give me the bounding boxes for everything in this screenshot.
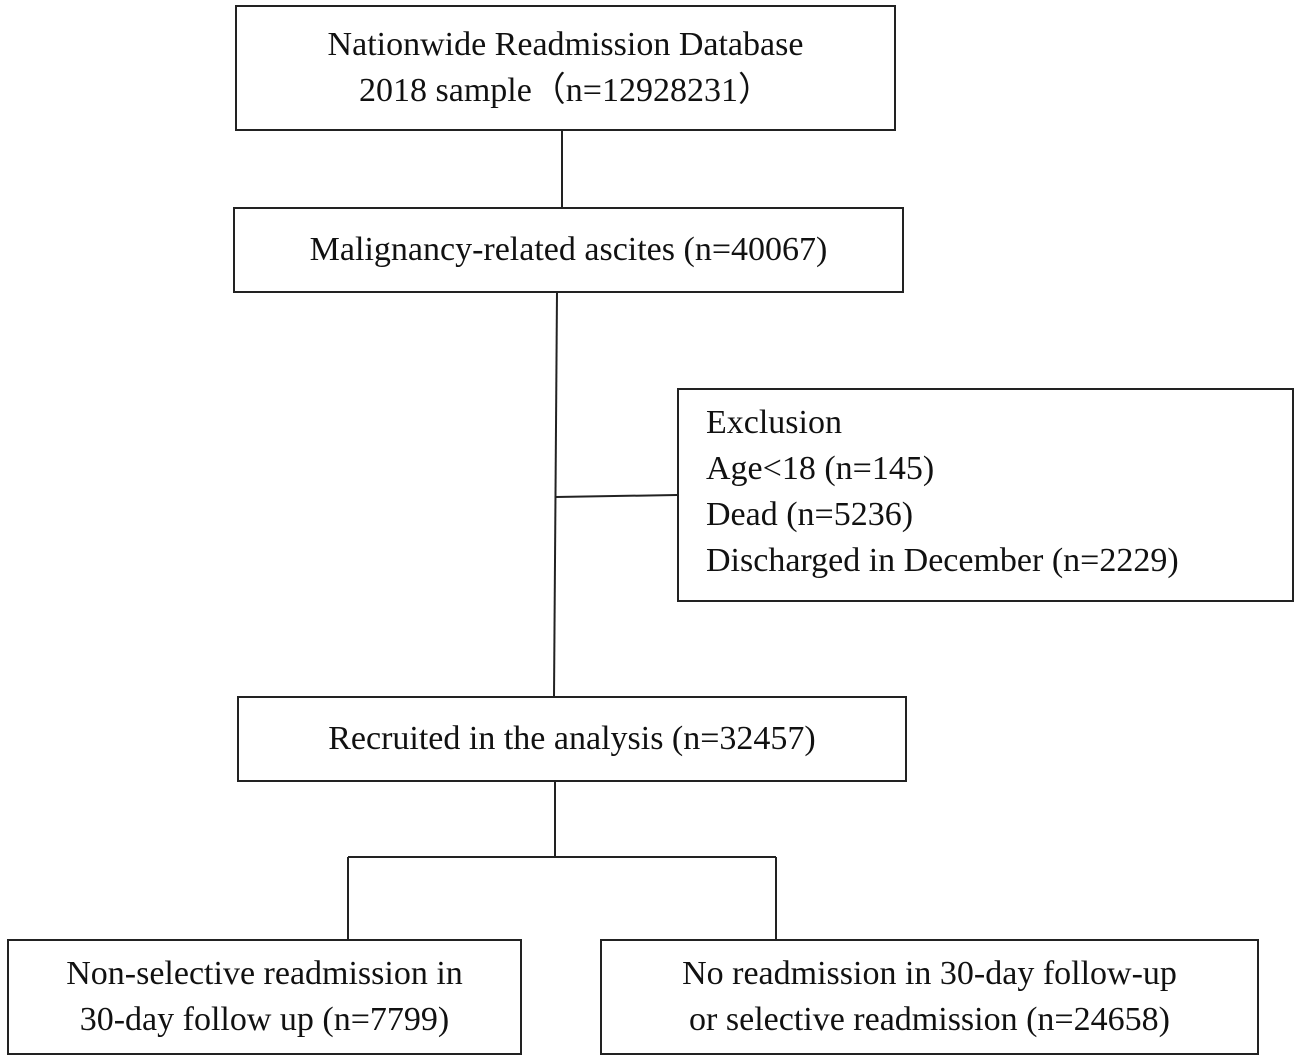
no-readmission-line1: No readmission in 30-day follow-up [682, 955, 1177, 992]
recruited-box: Recruited in the analysis (n=32457) [237, 696, 907, 782]
no-readmission-line2: or selective readmission (n=24658) [689, 1001, 1170, 1038]
exclusion-title: Exclusion [706, 404, 842, 441]
exclusion-item-age: Age<18 (n=145) [706, 450, 935, 487]
exclusion-item-dead: Dead (n=5236) [706, 496, 914, 533]
malignancy-ascites-box: Malignancy-related ascites (n=40067) [233, 207, 904, 293]
malignancy-ascites-label: Malignancy-related ascites (n=40067) [309, 231, 828, 268]
exclusion-item-december: Discharged in December (n=2229) [706, 542, 1179, 579]
non-selective-readmission-box: Non-selective readmission in 30-day foll… [7, 939, 522, 1055]
exclusion-box: Exclusion Age<18 (n=145) Dead (n=5236) D… [677, 388, 1294, 602]
non-selective-line1: Non-selective readmission in [66, 955, 463, 992]
no-readmission-box: No readmission in 30-day follow-up or se… [600, 939, 1259, 1055]
connector-malignancy-to-recruited [553, 291, 558, 697]
connector-to-exclusion [555, 494, 678, 498]
source-database-name: Nationwide Readmission Database [327, 26, 804, 63]
source-sample-size: 2018 sample（n=12928231） [359, 72, 772, 109]
non-selective-line2: 30-day follow up (n=7799) [79, 1001, 450, 1038]
source-database-box: Nationwide Readmission Database 2018 sam… [235, 5, 896, 131]
recruited-label: Recruited in the analysis (n=32457) [328, 720, 816, 757]
